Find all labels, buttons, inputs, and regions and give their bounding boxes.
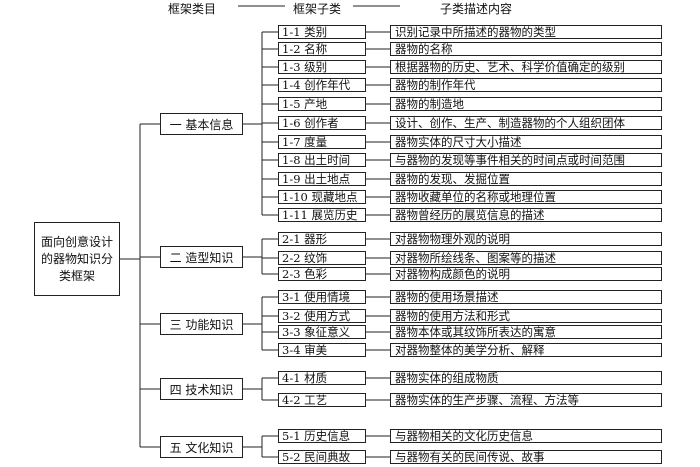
description-node: 器物的制作年代 xyxy=(390,78,662,92)
subcategory-node: 1-7 度量 xyxy=(278,135,366,149)
description-node: 器物的发现、发掘位置 xyxy=(390,172,662,186)
description-node: 器物收藏单位的名称或地理位置 xyxy=(390,190,662,204)
header-level2: 框架子类 xyxy=(293,2,342,16)
description-node: 设计、创作、生产、制造器物的个人组织团体 xyxy=(390,116,662,130)
description-node: 器物本体或其纹饰所表达的寓意 xyxy=(390,325,662,339)
category-node: 二 造型知识 xyxy=(160,246,243,268)
description-node: 器物的使用场景描述 xyxy=(390,290,662,304)
subcategory-node: 4-2 工艺 xyxy=(278,393,366,407)
subcategory-node: 1-9 出土地点 xyxy=(278,172,366,186)
subcategory-node: 2-1 器形 xyxy=(278,232,366,246)
category-node: 三 功能知识 xyxy=(160,313,243,335)
description-node: 器物实体的生产步骤、流程、方法等 xyxy=(390,393,662,407)
description-node: 与器物有关的民间传说、故事 xyxy=(390,450,662,464)
subcategory-node: 5-1 历史信息 xyxy=(278,429,366,443)
subcategory-node: 4-1 材质 xyxy=(278,371,366,385)
subcategory-node: 1-10 现藏地点 xyxy=(278,190,366,204)
description-node: 器物实体的尺寸大小描述 xyxy=(390,135,662,149)
category-node: 五 文化知识 xyxy=(160,436,243,458)
description-node: 对器物整体的美学分析、解释 xyxy=(390,343,662,357)
subcategory-node: 3-4 审美 xyxy=(278,343,366,357)
header-level1: 框架类目 xyxy=(168,2,217,16)
subcategory-node: 1-1 类别 xyxy=(278,25,366,39)
category-node: 四 技术知识 xyxy=(160,378,243,400)
subcategory-node: 2-3 色彩 xyxy=(278,267,366,281)
description-node: 器物曾经历的展览信息的描述 xyxy=(390,208,662,222)
category-node: 一 基本信息 xyxy=(160,113,243,135)
subcategory-node: 2-2 纹饰 xyxy=(278,251,366,265)
description-node: 与器物相关的文化历史信息 xyxy=(390,429,662,443)
description-node: 对器物所绘线条、图案等的描述 xyxy=(390,251,662,265)
subcategory-node: 3-2 使用方式 xyxy=(278,309,366,323)
description-node: 对器物物理外观的说明 xyxy=(390,232,662,246)
subcategory-node: 5-2 民间典故 xyxy=(278,450,366,464)
header-level3: 子类描述内容 xyxy=(440,2,513,16)
description-node: 识别记录中所描述的器物的类型 xyxy=(390,25,662,39)
description-node: 对器物构成颜色的说明 xyxy=(390,267,662,281)
root-node: 面向创意设计的器物知识分类框架 xyxy=(34,222,120,296)
subcategory-node: 1-4 创作年代 xyxy=(278,78,366,92)
description-node: 器物的制造地 xyxy=(390,97,662,111)
subcategory-node: 3-3 象征意义 xyxy=(278,325,366,339)
subcategory-node: 1-8 出土时间 xyxy=(278,153,366,167)
description-node: 器物的使用方法和形式 xyxy=(390,309,662,323)
description-node: 与器物的发现等事件相关的时间点或时间范围 xyxy=(390,153,662,167)
subcategory-node: 1-5 产地 xyxy=(278,97,366,111)
description-node: 器物实体的组成物质 xyxy=(390,371,662,385)
subcategory-node: 1-3 级别 xyxy=(278,60,366,74)
description-node: 器物的名称 xyxy=(390,42,662,56)
subcategory-node: 1-11 展览历史 xyxy=(278,208,366,222)
subcategory-node: 1-2 名称 xyxy=(278,42,366,56)
subcategory-node: 1-6 创作者 xyxy=(278,116,366,130)
subcategory-node: 3-1 使用情境 xyxy=(278,290,366,304)
description-node: 根据器物的历史、艺术、科学价值确定的级别 xyxy=(390,60,662,74)
